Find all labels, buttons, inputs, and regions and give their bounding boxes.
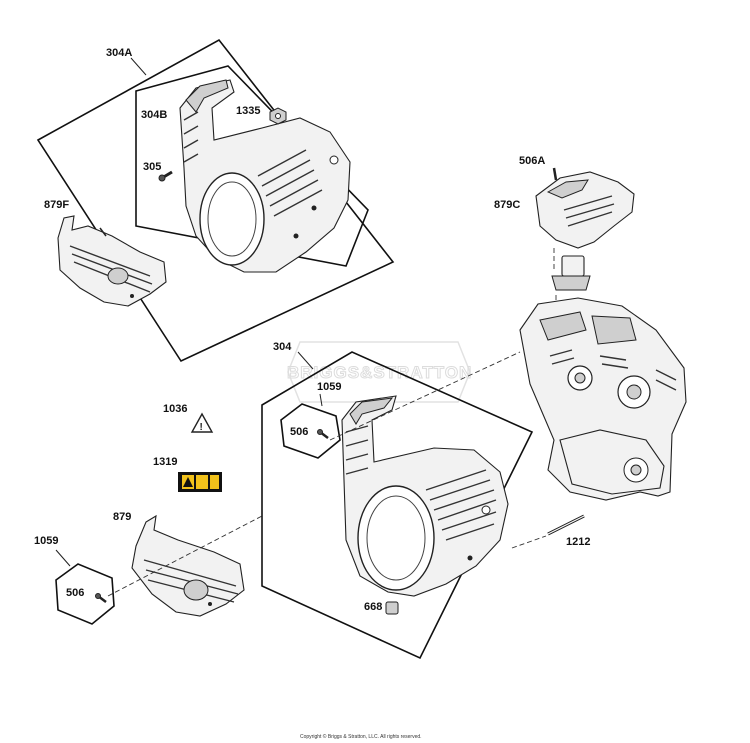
- callout-879[interactable]: 879: [113, 511, 131, 523]
- engine-block: [519, 292, 687, 501]
- grommet-668: 668: [364, 601, 399, 615]
- callout-304B[interactable]: 304B: [141, 109, 167, 121]
- callout-506-upper[interactable]: 506: [290, 426, 308, 438]
- callout-1335[interactable]: 1335: [236, 105, 260, 117]
- screw-305: 305: [143, 161, 173, 182]
- shroud-879C: 506A 879C: [494, 155, 635, 291]
- callout-879C[interactable]: 879C: [494, 199, 520, 211]
- screw-kit-1059-upper: 1059 506: [280, 381, 341, 459]
- assembly-guide-line: [107, 351, 521, 597]
- callout-1319[interactable]: 1319: [153, 456, 177, 468]
- nut-1335: 1335: [236, 105, 287, 125]
- callout-1036[interactable]: 1036: [163, 403, 187, 415]
- blower-housing-upper: [179, 79, 351, 273]
- shroud-879: 879: [113, 511, 245, 617]
- brand-watermark: BRIGGS&STRATTON: [287, 341, 472, 403]
- screw-kit-1059-lower: 1059 506: [34, 535, 115, 625]
- callout-1059-upper[interactable]: 1059: [317, 381, 341, 393]
- callout-305[interactable]: 305: [143, 161, 161, 173]
- stud-1212: 1212: [511, 514, 590, 549]
- safety-decal-1319: 1319: [153, 456, 222, 492]
- warning-decal-1036: 1036 !: [163, 403, 214, 433]
- shroud-879F: 879F: [44, 199, 167, 307]
- callout-304[interactable]: 304: [273, 341, 292, 353]
- callout-668[interactable]: 668: [364, 601, 382, 613]
- svg-text:!: !: [200, 422, 203, 433]
- callout-1059-lower[interactable]: 1059: [34, 535, 58, 547]
- copyright-text: Copyright © Briggs & Stratton, LLC. All …: [300, 733, 422, 740]
- callout-1212[interactable]: 1212: [566, 536, 590, 548]
- callout-304A[interactable]: 304A: [106, 47, 132, 59]
- callout-879F[interactable]: 879F: [44, 199, 69, 211]
- assembly-box-304B: 304B: [135, 65, 369, 267]
- callout-506-lower[interactable]: 506: [66, 587, 84, 599]
- warning-icon: [190, 412, 214, 433]
- blower-housing-main: [341, 395, 509, 597]
- callout-506A[interactable]: 506A: [519, 155, 545, 167]
- watermark-text: BRIGGS&STRATTON: [287, 363, 472, 382]
- hazard-icon: [183, 477, 193, 487]
